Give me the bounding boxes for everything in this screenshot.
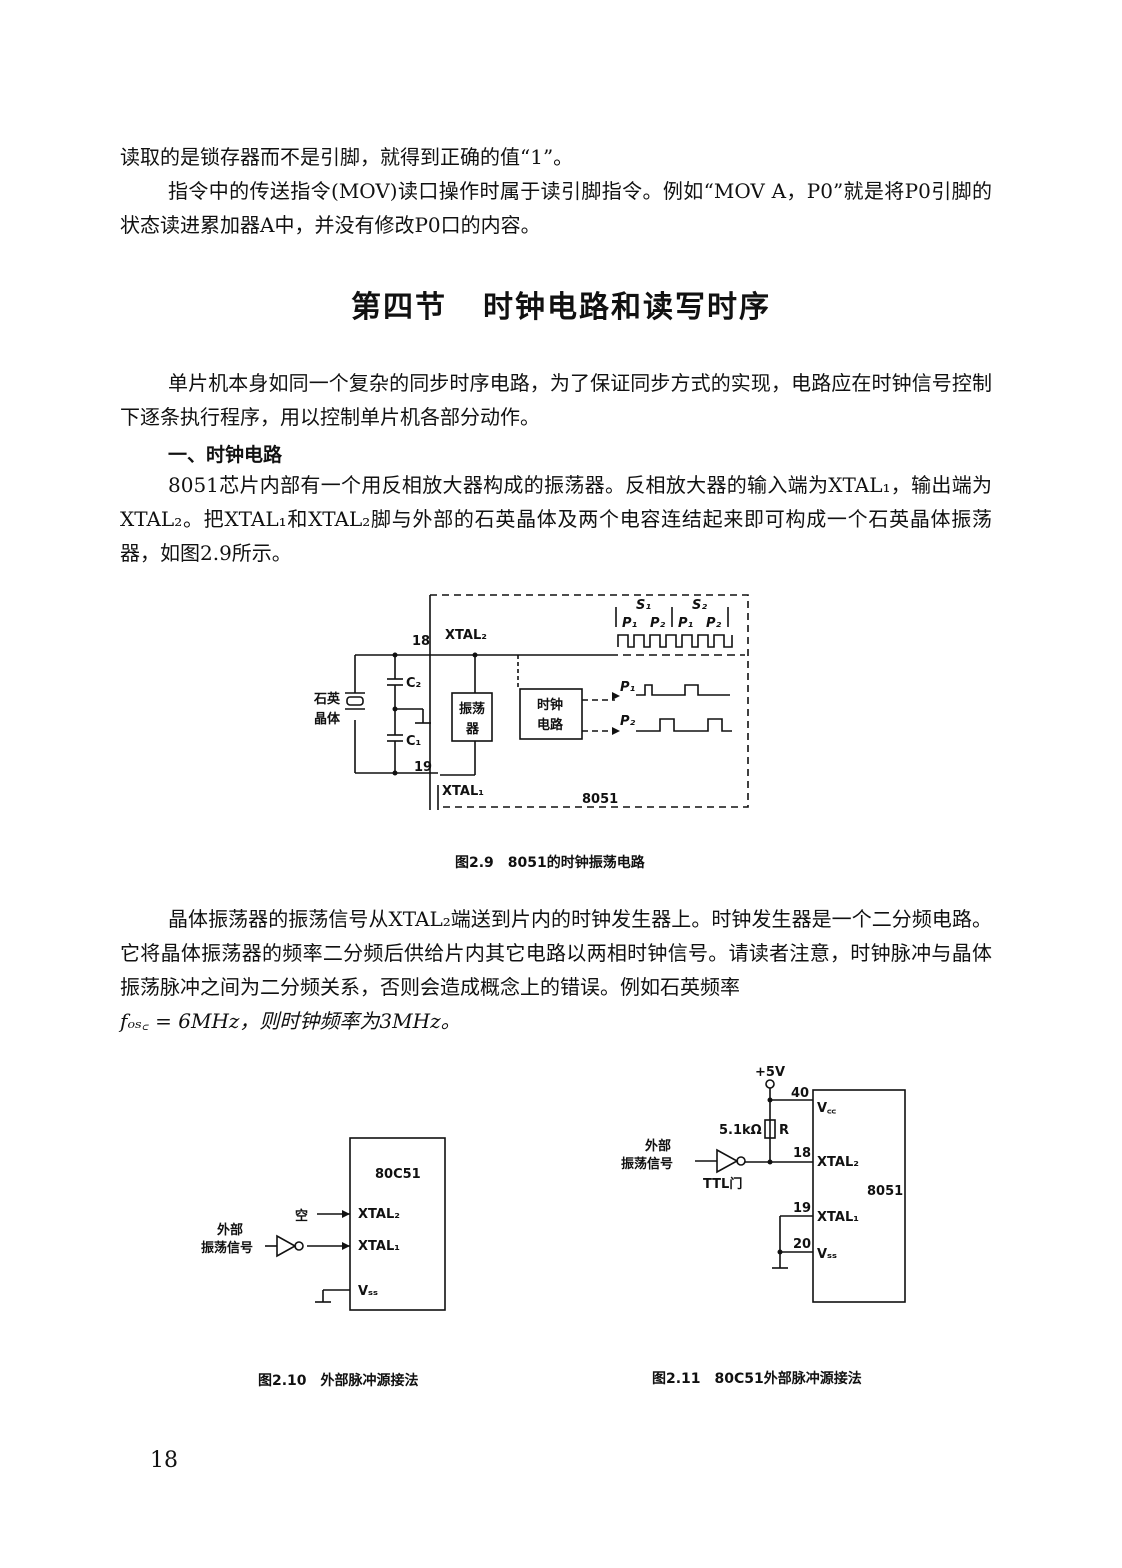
fig29-out-p2: P₂ [620,714,636,729]
fig211-vcc-supply: +5V [755,1065,785,1080]
fig29-c2: C₂ [406,676,421,691]
fig210-xtal1: XTAL₁ [358,1239,400,1254]
fig29-p2a: P₂ [650,616,666,631]
fig210-chip-label: 80C51 [375,1167,421,1182]
heading-clock-circuit: 一、时钟电路 [168,444,283,466]
figure-2-10-diagram: 80C51 XTAL₂ XTAL₁ Vₛₛ 空 外部 振荡信号 [201,1137,446,1311]
figure-2-11-caption: 图2.11 80C51外部脉冲源接法 [652,1371,862,1387]
paragraph-oscillator: 8051芯片内部有一个用反相放大器构成的振荡器。反相放大器的输入端为XTAL₁，… [120,473,992,565]
paragraph-clock-generator: 晶体振荡器的振荡信号从XTAL₂端送到片内的时钟发生器上。时钟发生器是一个二分频… [120,907,992,999]
fig211-src-label-2: 振荡信号 [621,1156,673,1172]
paragraph-latch-read: 读取的是锁存器而不是引脚，就得到正确的值“1”。 [120,145,574,169]
fig29-xtal1: XTAL₁ [442,784,484,799]
fig211-chip-label: 8051 [867,1184,903,1199]
fig29-out-p1: P₁ [620,680,636,695]
fig210-src-label-2: 振荡信号 [201,1240,253,1256]
fig29-chip-label: 8051 [582,792,618,807]
fig211-pin18: 18 [793,1146,811,1161]
fig211-pin40: 40 [791,1086,809,1101]
page-number: 18 [150,1448,178,1473]
fig211-gate-label: TTL门 [703,1176,742,1192]
figure-2-10-caption: 图2.10 外部脉冲源接法 [258,1373,419,1389]
fig211-pin20: 20 [793,1237,811,1252]
figure-2-9-caption: 图2.9 8051的时钟振荡电路 [455,855,645,871]
fig210-vss: Vₛₛ [358,1284,378,1299]
fig29-pin19: 19 [414,760,432,775]
fig210-empty-label: 空 [295,1208,308,1224]
fig29-crystal-label-2: 晶体 [314,711,341,727]
fig29-crystal-label-1: 石英 [313,691,341,707]
fig29-c1: C₁ [406,734,421,749]
section-title: 第四节 时钟电路和读写时序 [0,282,1122,326]
fig29-s2: S₂ [692,598,707,613]
fig211-resistor-value: 5.1kΩ [719,1123,762,1138]
fig29-p1b: P₁ [678,616,694,631]
fig29-p2b: P₂ [706,616,722,631]
fig29-clk-label-2: 电路 [537,717,564,733]
fig211-xtal1: XTAL₁ [817,1210,859,1225]
figure-2-11-diagram: +5V 40 V꜀꜀ 5.1kΩ R 18 XTAL₂ 8051 19 XTAL… [621,1065,906,1303]
fig29-osc-label-2: 器 [465,722,480,737]
fig29-osc-label-1: 振荡 [459,701,485,717]
fig29-clk-label-1: 时钟 [537,697,563,713]
fig211-vcc: V꜀꜀ [817,1101,837,1116]
paragraph-frequency: fₒₛ꜀ = 6MHz，则时钟频率为3MHz。 [120,1009,461,1033]
fig211-vss: Vₛₛ [817,1247,837,1262]
paragraph-sync-circuit: 单片机本身如同一个复杂的同步时序电路，为了保证同步方式的实现，电路应在时钟信号控… [120,371,992,429]
fig29-p1a: P₁ [622,616,638,631]
section-name: 时钟电路和读写时序 [483,290,771,325]
fig29-s1: S₁ [636,598,651,613]
fig211-xtal2: XTAL₂ [817,1155,859,1170]
figure-2-9-diagram: 18 XTAL₂ 19 XTAL₁ 石英 晶体 C₂ C₁ 振荡 器 时钟 电路… [313,594,749,810]
fig210-xtal2: XTAL₂ [358,1207,400,1222]
fig29-pin18: 18 [412,634,430,649]
fig211-src-label-1: 外部 [644,1138,671,1154]
section-number: 第四节 [351,290,447,325]
fig210-src-label-1: 外部 [216,1222,243,1238]
fig211-pin19: 19 [793,1201,811,1216]
paragraph-mov-instruction: 指令中的传送指令(MOV)读口操作时属于读引脚指令。例如“MOV A，P0”就是… [120,179,992,237]
fig211-resistor-label: R [779,1123,789,1138]
fig29-xtal2: XTAL₂ [445,628,487,643]
